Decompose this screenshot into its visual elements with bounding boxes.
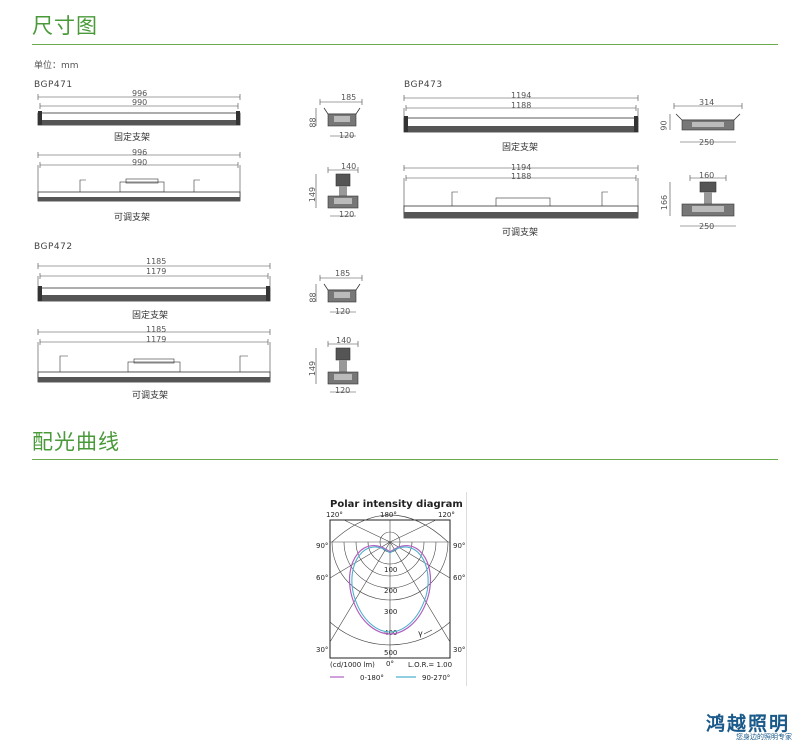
polar-left-angle-90: 90° [316,542,328,550]
dim-outer-fixed-bgp473: 1194 [511,91,532,100]
dim-inner-adjustable-bgp473: 1188 [511,172,532,181]
side-view-fixed-bgp473 [664,96,750,152]
curve-90-270 [351,546,429,633]
model-label-bgp472: BGP472 [34,242,73,252]
side-top-fixed-bgp471: 185 [341,93,357,102]
side-top-adjustable-bgp472: 140 [336,336,352,345]
caption-adjustable-bgp471: 可调支架 [114,213,151,223]
polar-ring-400: 400 [384,629,397,637]
caption-fixed-bgp471: 固定支架 [114,133,151,143]
dim-outer-adjustable-bgp471: 996 [132,148,148,157]
dim-inner-fixed-bgp472: 1179 [146,267,167,276]
dim-inner-fixed-bgp473: 1188 [511,101,532,110]
polar-gamma-label: γ [418,629,423,638]
polar-right-angle-90: 90° [453,542,465,550]
polar-top-angle-right: 120° [438,511,455,519]
polar-title: Polar intensity diagram [330,499,463,510]
polar-ring-300: 300 [384,608,397,616]
photometry-section-title: 配光曲线 [32,430,120,454]
front-view-adjustable-bgp471 [34,146,244,206]
side-top-adjustable-bgp473: 160 [699,171,715,180]
caption-adjustable-bgp472: 可调支架 [132,391,169,401]
dim-outer-adjustable-bgp473: 1194 [511,163,532,172]
side-height-adjustable-bgp473: 166 [660,194,670,211]
front-view-fixed-bgp472 [34,258,274,306]
side-top-adjustable-bgp471: 140 [341,162,357,171]
polar-right-angle-30: 30° [453,646,465,654]
side-top-fixed-bgp472: 185 [335,269,351,278]
legend-label-0-180: 0-180° [360,674,384,682]
dim-inner-adjustable-bgp472: 1179 [146,335,167,344]
side-view-fixed-bgp472 [306,268,370,320]
side-bottom-adjustable-bgp473: 250 [699,222,715,231]
side-bottom-fixed-bgp471: 120 [339,131,355,140]
side-height-adjustable-bgp471: 149 [308,186,318,203]
polar-left-angle-60: 60° [316,574,328,582]
side-view-adjustable-bgp473 [664,168,750,234]
caption-fixed-bgp472: 固定支架 [132,311,169,321]
side-height-fixed-bgp473: 90 [659,120,669,131]
front-view-adjustable-bgp472 [34,324,274,386]
side-height-fixed-bgp471: 88 [308,117,318,128]
polar-bottom-angle: 0° [386,660,394,668]
dim-inner-adjustable-bgp471: 990 [132,158,148,167]
dim-outer-fixed-bgp472: 1185 [146,257,167,266]
front-view-fixed-bgp473 [402,92,642,138]
brand-slogan: 您身边的照明专家 [736,733,792,741]
polar-right-angle-60: 60° [453,574,465,582]
section-divider [32,459,778,460]
side-view-adjustable-bgp472 [306,334,370,400]
legend-label-90-270: 90-270° [422,674,450,682]
curve-0-180 [348,545,432,635]
unit-label: 单位：mm [34,61,79,71]
polar-top-angle-left: 120° [326,511,343,519]
polar-grid [329,514,451,659]
model-label-bgp473: BGP473 [404,80,443,90]
caption-fixed-bgp473: 固定支架 [502,143,539,153]
polar-intensity-diagram: Polar intensity diagram 120° 180° 120° 9… [314,492,467,686]
polar-ring-200: 200 [384,587,397,595]
dim-inner-fixed-bgp471: 990 [132,98,148,107]
section-divider [32,44,778,45]
side-view-adjustable-bgp471 [306,160,370,222]
model-label-bgp471: BGP471 [34,80,73,90]
polar-ring-100: 100 [384,566,397,574]
side-bottom-fixed-bgp473: 250 [699,138,715,147]
polar-left-angle-30: 30° [316,646,328,654]
side-top-fixed-bgp473: 314 [699,98,715,107]
caption-adjustable-bgp473: 可调支架 [502,228,539,238]
dim-outer-adjustable-bgp472: 1185 [146,325,167,334]
polar-ring-500: 500 [384,649,397,657]
side-bottom-adjustable-bgp472: 120 [335,386,351,395]
dimensions-section-title: 尺寸图 [32,14,98,38]
side-view-fixed-bgp471 [306,92,370,144]
side-bottom-adjustable-bgp471: 120 [339,210,355,219]
side-height-adjustable-bgp472: 149 [308,360,318,377]
front-view-fixed-bgp471 [34,88,244,130]
polar-lor-label: L.O.R.= 1.00 [408,661,452,669]
dim-outer-fixed-bgp471: 996 [132,89,148,98]
front-view-adjustable-bgp473 [402,162,642,222]
side-bottom-fixed-bgp472: 120 [335,307,351,316]
side-height-fixed-bgp472: 88 [308,292,318,303]
brand-name: 鸿越照明 [706,713,791,735]
polar-unit-label: (cd/1000 lm) [330,661,375,669]
